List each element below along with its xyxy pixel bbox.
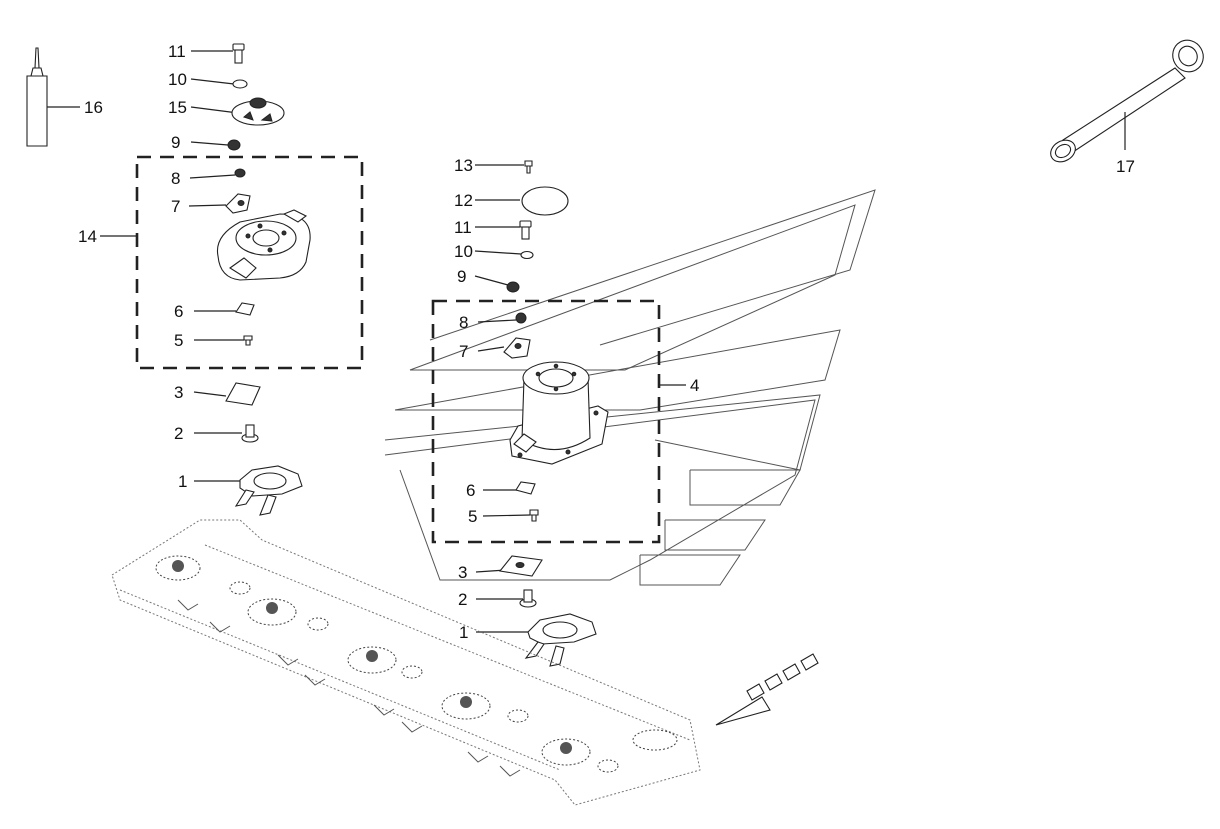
blade-part (225, 382, 261, 406)
washer-10-part (520, 250, 534, 260)
left-callouts: 11 10 15 9 8 7 14 6 5 3 2 1 (78, 42, 187, 491)
callout-right-4: 4 (690, 376, 699, 395)
callout-left-11: 11 (168, 42, 186, 61)
right-callouts: 13 12 11 10 9 8 7 4 6 5 3 2 1 (454, 156, 699, 642)
screw-13-part (524, 160, 533, 174)
group-box-4 (431, 299, 661, 544)
callout-17: 17 (1116, 157, 1135, 176)
right-assembly (474, 160, 686, 667)
callout-left-5: 5 (174, 331, 183, 350)
callout-right-8: 8 (459, 313, 468, 332)
cutter-bar-part (111, 519, 701, 806)
callout-right-6: 6 (466, 481, 475, 500)
callout-left-15: 15 (168, 98, 187, 117)
callout-right-13: 13 (454, 156, 473, 175)
bolt-11-part (519, 220, 532, 228)
group-box-14 (135, 155, 364, 370)
callout-right-2: 2 (458, 590, 467, 609)
callout-right-10: 10 (454, 242, 473, 261)
small-nut-part (234, 168, 246, 178)
callout-left-3: 3 (174, 383, 183, 402)
cutting-disc-part (216, 209, 311, 281)
callout-left-6: 6 (174, 302, 183, 321)
washer-part (232, 79, 248, 89)
callout-right-3: 3 (458, 563, 467, 582)
cover-plate-part (521, 186, 569, 216)
callout-left-10: 10 (168, 70, 187, 89)
direction-arrow-icon (715, 653, 819, 726)
callout-16: 16 (84, 98, 103, 117)
ring-spanner-icon (1050, 39, 1204, 163)
callout-right-1: 1 (459, 623, 468, 642)
callout-left-1: 1 (178, 472, 187, 491)
blade-holder-part (234, 465, 303, 516)
nut-8-part (515, 312, 527, 324)
left-assembly (100, 43, 311, 516)
callout-left-8: 8 (171, 169, 180, 188)
spacer-part (235, 302, 255, 316)
bolt-part (232, 43, 245, 51)
callout-right-9: 9 (457, 267, 466, 286)
callout-left-9: 9 (171, 133, 180, 152)
drum-housing-part (509, 361, 609, 465)
nut-part (227, 139, 241, 151)
grease-tube-icon (26, 47, 48, 147)
callout-left-14: 14 (78, 227, 97, 246)
callout-right-11: 11 (454, 218, 472, 237)
nut-9-part (506, 281, 520, 293)
blade-holder-1-part (524, 613, 597, 667)
callout-left-2: 2 (174, 424, 183, 443)
screw-part (243, 335, 253, 346)
screw-5-part (529, 509, 539, 522)
callout-right-7: 7 (459, 342, 468, 361)
callout-right-5: 5 (468, 507, 477, 526)
callout-left-7: 7 (171, 197, 180, 216)
spacer-6-part (515, 481, 536, 495)
callout-right-12: 12 (454, 191, 473, 210)
